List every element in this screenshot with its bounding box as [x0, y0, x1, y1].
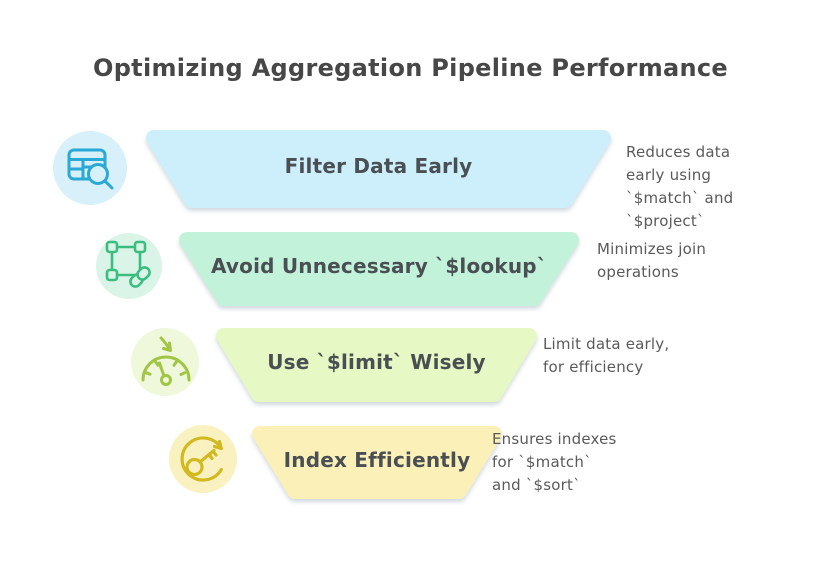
stage-annotation: Minimizes join operations: [597, 240, 707, 281]
table-search-icon: [52, 130, 128, 206]
key-rotation-icon: [168, 424, 238, 494]
page-title: Optimizing Aggregation Pipeline Performa…: [93, 54, 728, 82]
funnel-stage-filter-data-early: Filter Data Early: [146, 130, 611, 208]
funnel-stage-avoid-lookup: Avoid Unnecessary `$lookup`: [179, 232, 579, 306]
stage-annotation: Reduces data early using `$match` and `$…: [626, 143, 734, 230]
speedometer-icon: [130, 327, 200, 397]
stage-annotation: Limit data early, for efficiency: [543, 335, 670, 376]
funnel-stage-index-efficiently: Index Efficiently: [252, 426, 502, 499]
funnel-stage-use-limit: Use `$limit` Wisely: [216, 328, 537, 402]
selection-link-icon: [95, 232, 163, 300]
stage-annotation: Ensures indexes for `$match` and `$sort`: [492, 430, 617, 494]
